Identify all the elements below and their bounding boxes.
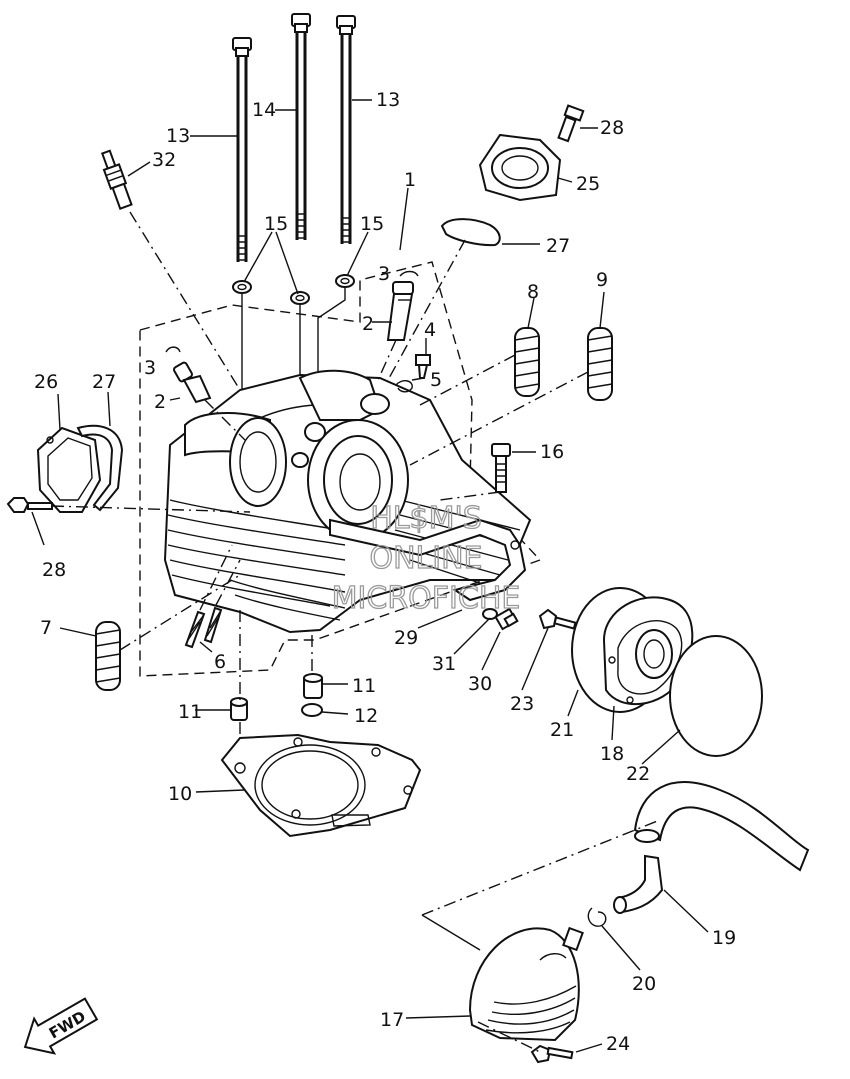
- clip-5: [395, 380, 413, 393]
- callout-16: 16: [540, 441, 564, 463]
- gasket-29: [329, 518, 527, 602]
- hose-clip-20: [587, 907, 607, 927]
- valve-spring-7: [95, 621, 121, 691]
- callout-15a: 15: [264, 213, 288, 235]
- fwd-arrow-icon: FWD: [23, 997, 99, 1055]
- callout-32: 32: [152, 149, 176, 171]
- callout-8: 8: [527, 281, 539, 303]
- callout-5: 5: [430, 369, 442, 391]
- intake-manifold-25: [478, 133, 562, 202]
- bolt-23: [538, 608, 577, 630]
- watermark: HL$M'S ONLINE MICROFICHE: [331, 500, 521, 616]
- callout-21: 21: [550, 719, 574, 741]
- callout-17: 17: [380, 1009, 404, 1031]
- callout-22: 22: [626, 763, 650, 785]
- washer-15-left: [232, 280, 252, 294]
- callout-11a: 11: [178, 701, 202, 723]
- gasket-27-upper: [440, 218, 501, 247]
- head-bolt-13-right: [336, 15, 356, 244]
- cover-plate-18: [602, 596, 694, 706]
- callout-29: 29: [394, 627, 418, 649]
- leader-lines: [31, 99, 709, 1053]
- gasket-27-left: [76, 424, 124, 512]
- watermark-line-3: MICROFICHE: [332, 581, 521, 616]
- callout-10: 10: [168, 783, 192, 805]
- breather-hose-19: [613, 781, 810, 914]
- callout-1: 1: [404, 169, 416, 191]
- callout-28b: 28: [42, 559, 66, 581]
- washer-31: [482, 608, 498, 620]
- callout-3b: 3: [144, 357, 156, 379]
- callout-2a: 2: [362, 313, 374, 335]
- washer-15-center: [290, 291, 310, 305]
- head-bolt-14: [291, 13, 311, 240]
- valve-spring-8: [514, 327, 540, 397]
- callout-26: 26: [34, 371, 58, 393]
- head-bolt-13-left: [232, 37, 252, 262]
- side-cover-17: [468, 926, 584, 1042]
- callout-27b: 27: [546, 235, 570, 257]
- watermark-line-1: HL$M'S: [370, 501, 482, 536]
- spark-plug-32: [100, 149, 133, 210]
- callout-labels: 1 2 2 3 3 4 5 6 7 8 9 10 11 11 12 13 13 …: [34, 89, 736, 1055]
- watermark-line-2: ONLINE: [369, 541, 482, 576]
- callout-4: 4: [424, 319, 436, 341]
- callout-25: 25: [576, 173, 600, 195]
- bolt-24: [530, 1044, 574, 1064]
- cylinder-head: [163, 369, 532, 634]
- gasket-22: [669, 635, 763, 757]
- valve-guide-6: [184, 606, 223, 649]
- callout-27a: 27: [92, 371, 116, 393]
- callout-9: 9: [596, 269, 608, 291]
- valve-guide-2-left: [173, 361, 212, 404]
- head-gasket-10: [220, 733, 422, 838]
- callout-31: 31: [432, 653, 456, 675]
- callout-24: 24: [606, 1033, 630, 1055]
- callout-6: 6: [214, 651, 226, 673]
- callout-18: 18: [600, 743, 624, 765]
- callout-30: 30: [468, 673, 492, 695]
- o-ring-12: [301, 703, 323, 717]
- callout-12: 12: [354, 705, 378, 727]
- callout-11b: 11: [352, 675, 376, 697]
- valve-cover-26: [36, 426, 102, 513]
- callout-15b: 15: [360, 213, 384, 235]
- callout-7: 7: [40, 617, 52, 639]
- callout-20: 20: [632, 973, 656, 995]
- callout-3a: 3: [378, 263, 390, 285]
- bolt-28-upper: [557, 104, 585, 143]
- bolt-4: [415, 354, 431, 379]
- bolt-30: [494, 607, 519, 631]
- callout-28a: 28: [600, 117, 624, 139]
- bolt-16: [491, 443, 511, 493]
- washer-15-right: [335, 274, 355, 288]
- callout-23: 23: [510, 693, 534, 715]
- dowel-11-right: [303, 673, 323, 699]
- valve-spring-9: [587, 327, 613, 401]
- circlip-3-left: [165, 346, 181, 353]
- callout-14: 14: [252, 99, 276, 121]
- callout-13b: 13: [376, 89, 400, 111]
- bolt-28-left: [6, 497, 53, 513]
- circlip-3-upper: [399, 270, 419, 277]
- valve-guide-2-upper: [386, 281, 414, 341]
- callout-13a: 13: [166, 125, 190, 147]
- dowel-11-left: [230, 697, 248, 721]
- callout-2b: 2: [154, 391, 166, 413]
- callout-19: 19: [712, 927, 736, 949]
